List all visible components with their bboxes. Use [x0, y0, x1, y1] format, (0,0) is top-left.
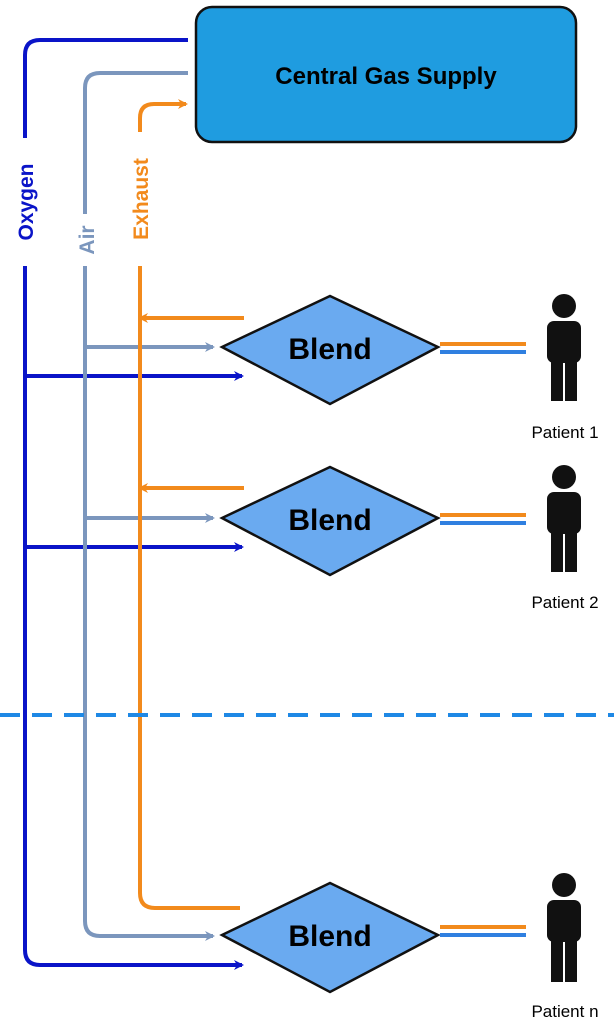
patient-label: Patient 2	[531, 593, 598, 612]
supply-box	[194, 5, 578, 144]
blend-diamond	[219, 881, 441, 994]
blend-unit-2: Blend Patient 2	[219, 465, 599, 612]
patient-label: Patient 1	[531, 423, 598, 442]
blend-unit-n: Blend Patient n	[219, 873, 599, 1021]
oxygen-line: Oxygen	[12, 38, 244, 970]
oxygen-label-bg	[12, 138, 38, 266]
exhaust-label: Exhaust	[130, 158, 153, 240]
patient-icon	[547, 465, 581, 572]
air-label: Air	[76, 225, 99, 254]
oxygen-main-path	[23, 38, 244, 970]
supply-label: Central Gas Supply	[275, 63, 497, 90]
patient-icon	[547, 294, 581, 401]
exhaust-line: Exhaust	[128, 99, 244, 910]
exhaust-main-path	[138, 99, 240, 910]
air-line: Air	[74, 71, 215, 941]
air-main-path	[83, 71, 215, 941]
blend-label: Blend	[288, 920, 371, 953]
patient-label: Patient n	[531, 1002, 598, 1021]
blend-label: Blend	[288, 333, 371, 366]
patient-icon	[547, 873, 581, 982]
central-gas-supply: Central Gas Supply	[194, 5, 578, 144]
air-label-bg	[74, 214, 98, 266]
blend-label: Blend	[288, 504, 371, 537]
blend-unit-1: Blend Patient 1	[219, 294, 599, 442]
blend-diamond	[219, 465, 441, 577]
blend-diamond	[219, 294, 441, 406]
oxygen-label: Oxygen	[15, 163, 38, 240]
exhaust-label-bg	[128, 132, 154, 266]
